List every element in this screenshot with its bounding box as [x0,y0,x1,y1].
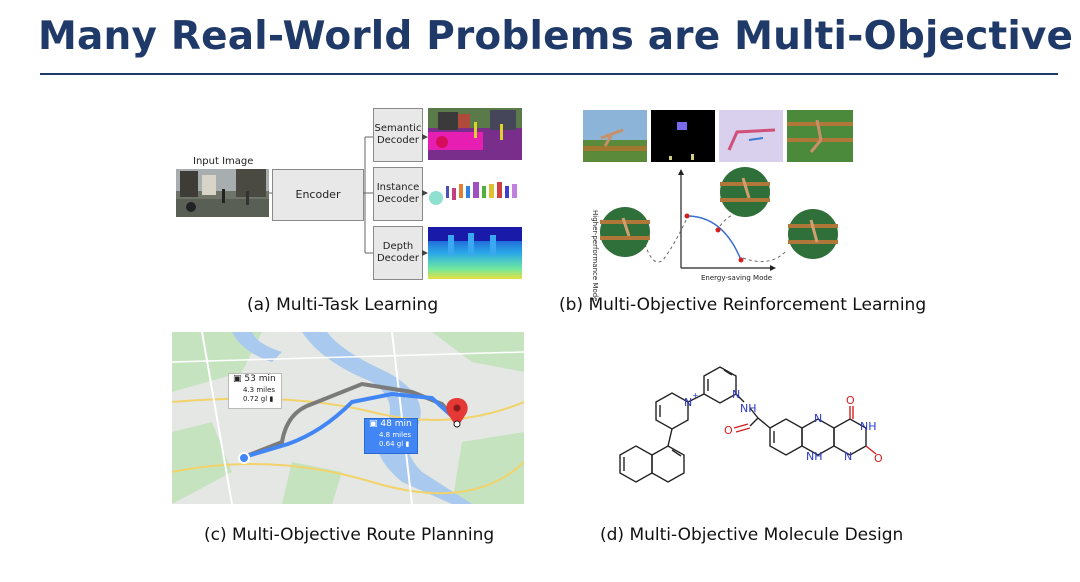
route2-time: 48 min [380,419,412,429]
x-axis-label: Energy-saving Mode [701,274,773,282]
caption-d: (d) Multi-Objective Molecule Design [600,525,904,545]
route-card-gray[interactable]: ▣ 53 min 4.3 miles 0.72 gl ▮ [228,373,282,409]
frame-dark [651,110,715,162]
instance-label-2: Decoder [376,194,420,205]
pareto-plot [600,167,838,271]
atom-plus: + [692,391,699,400]
multi-task-diagram: Input Image Encoder Semantic Decoder Ins… [170,100,530,285]
title-underline [40,73,1058,75]
route1-fuel: 0.72 gl [243,394,268,403]
input-street-image [176,169,269,217]
car-icon: ▣ [369,419,378,429]
frame-reacher [719,110,783,162]
atom-o3: O [874,452,883,465]
depth-decoder-box: Depth Decoder [373,226,423,280]
atom-n-plus: N [684,396,692,409]
caption-c: (c) Multi-Objective Route Planning [204,525,495,545]
atom-n1: N [732,388,740,401]
route-card-blue[interactable]: ▣ 48 min 4.8 miles 0.64 gl ▮ [364,418,418,454]
depth-label-2: Decoder [376,253,420,264]
route2-fuel: 0.64 gl [379,439,404,448]
route1-time: 53 min [244,374,276,384]
morl-figure: Higher-performance Mode Energy-saving Mo… [583,108,855,301]
atom-nh3: NH [806,450,823,463]
depth-output-image [428,227,522,279]
page-title: Many Real-World Problems are Multi-Objec… [38,14,1074,59]
depth-label-1: Depth [382,240,414,252]
route2-distance: 4.8 miles [379,430,412,439]
frame-runner [787,110,853,162]
semantic-decoder-box: Semantic Decoder [373,108,423,162]
input-image-label: Input Image [193,156,254,167]
semantic-output-image [428,108,522,160]
molecule-structure: N + N NH O N O NH NH N O [619,366,883,483]
encoder-box: Encoder [272,169,364,221]
y-axis-label: Higher-performance Mode [591,210,599,302]
fuel-icon: ▮ [405,439,410,448]
decoder-connectors [269,136,373,254]
atom-nh1: NH [740,402,757,415]
instance-output-image [428,174,522,212]
output-arrows [422,134,428,256]
atom-n2: N [814,412,822,425]
atom-o2: O [846,394,855,407]
instance-decoder-box: Instance Decoder [373,167,423,221]
atom-nh2: NH [860,420,877,433]
atom-n3: N [844,450,852,463]
semantic-label-1: Semantic [374,122,422,134]
route-map [172,332,524,504]
atom-o1: O [724,424,733,437]
caption-a: (a) Multi-Task Learning [247,295,439,315]
caption-b: (b) Multi-Objective Reinforcement Learni… [559,295,927,315]
car-icon: ▣ [233,374,242,384]
fuel-icon: ▮ [269,394,274,403]
route1-distance: 4.3 miles [243,385,276,394]
frame-hopper [583,110,647,162]
semantic-label-2: Decoder [376,135,420,146]
instance-label-1: Instance [376,181,420,193]
